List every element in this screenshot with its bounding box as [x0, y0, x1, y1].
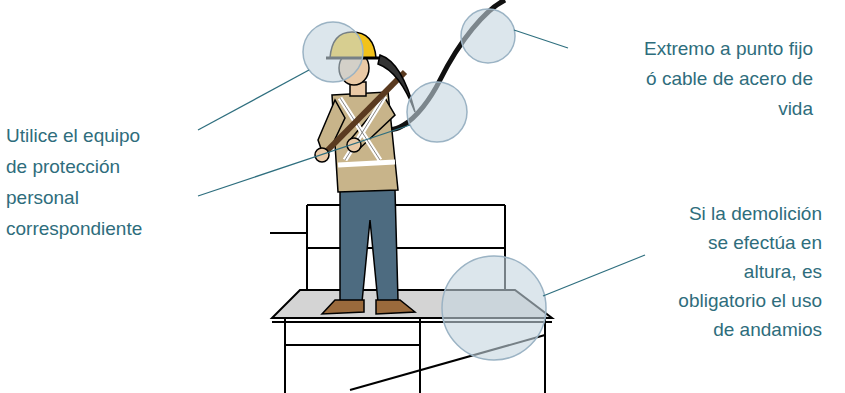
highlight-circle [442, 256, 546, 360]
leader-lines [198, 30, 645, 296]
highlight-circles [303, 9, 546, 360]
leader-line [198, 125, 410, 196]
boot [376, 300, 415, 314]
scaffold-leg [544, 318, 546, 393]
leader-line [514, 30, 568, 48]
callout-text: Si la demolición se efectúa en altura, e… [664, 199, 822, 344]
railing-mid [307, 247, 505, 249]
callout-text: Extremo a punto fijo ó cable de acero de… [641, 34, 813, 124]
boot [322, 300, 364, 314]
scaffold-brace [285, 344, 420, 346]
trousers [340, 190, 398, 302]
callout-text: Utilice el equipo de protección personal… [6, 120, 156, 244]
leader-line [198, 70, 309, 130]
scaffold-leg [419, 318, 421, 393]
highlight-circle [461, 9, 515, 63]
leader-line [543, 255, 645, 296]
shirt [332, 92, 398, 192]
pickaxe-handle [318, 72, 405, 160]
highlight-circle [407, 82, 467, 142]
railing-top [307, 204, 505, 206]
railing-mid [270, 232, 307, 234]
scaffold-leg [284, 318, 286, 393]
highlight-circle [303, 22, 363, 82]
